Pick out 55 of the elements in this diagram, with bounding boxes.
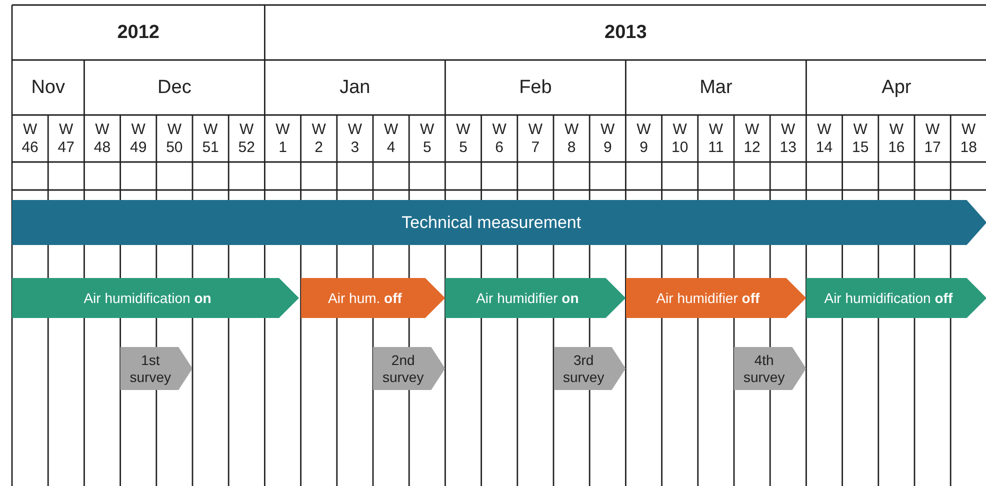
week-label: W 5 xyxy=(419,120,436,156)
week-label: W 52 xyxy=(237,120,256,156)
phase-label: Air humidifier off xyxy=(656,290,760,306)
phase-banner xyxy=(12,200,986,245)
phase-banner xyxy=(806,278,986,318)
week-label: W 48 xyxy=(92,120,112,156)
week-label: W 46 xyxy=(20,120,40,156)
phase-banner xyxy=(626,278,806,318)
week-label: W 6 xyxy=(491,120,508,156)
phase-label: Technical measurement xyxy=(402,212,582,232)
week-label: W 17 xyxy=(923,120,942,156)
month-label: Nov xyxy=(31,76,65,98)
phase-label: Air humidifier on xyxy=(476,290,579,306)
month-label: Apr xyxy=(882,76,912,98)
week-label: W 11 xyxy=(707,120,725,156)
week-label: W 5 xyxy=(455,120,472,156)
week-label: W 9 xyxy=(600,120,616,156)
phase-banner xyxy=(300,278,446,318)
week-label: W 12 xyxy=(742,120,762,156)
week-label: W 7 xyxy=(527,120,544,156)
milestone-tag xyxy=(554,347,626,390)
year-label: 2012 xyxy=(117,22,160,44)
phase-banner xyxy=(12,278,299,318)
month-label: Jan xyxy=(340,76,370,98)
phase-label: Air humidification off xyxy=(824,290,953,306)
week-label: W 47 xyxy=(56,120,76,156)
week-label: W 3 xyxy=(346,120,364,156)
week-label: W 10 xyxy=(670,120,690,156)
week-label: W 50 xyxy=(165,120,184,156)
phase-banner xyxy=(445,278,626,318)
milestone-tag xyxy=(734,347,806,390)
week-label: W 1 xyxy=(274,120,291,156)
milestone-label: 2nd survey xyxy=(381,352,425,386)
milestone-tag xyxy=(373,347,446,390)
week-label: W 14 xyxy=(814,120,834,156)
week-label: W 15 xyxy=(851,120,870,156)
month-label: Feb xyxy=(519,76,552,98)
week-label: W 4 xyxy=(382,120,400,156)
week-label: W 51 xyxy=(201,120,220,156)
week-label: W 16 xyxy=(887,120,906,156)
week-label: W 13 xyxy=(778,120,798,156)
week-label: W 18 xyxy=(959,120,978,156)
milestone-tag xyxy=(120,347,192,390)
phase-label: Air humidification on xyxy=(84,290,212,306)
week-label: W 49 xyxy=(129,120,148,156)
week-label: W 2 xyxy=(310,120,327,156)
week-label: W 8 xyxy=(563,120,580,156)
week-label: W 9 xyxy=(636,120,652,156)
year-label: 2013 xyxy=(604,22,647,44)
milestone-label: 1st survey xyxy=(128,352,172,386)
month-label: Dec xyxy=(158,76,192,98)
milestone-label: 3rd survey xyxy=(562,352,606,386)
phase-label: Air hum. off xyxy=(328,290,402,306)
month-label: Mar xyxy=(700,76,732,98)
milestone-label: 4th survey xyxy=(742,352,786,386)
